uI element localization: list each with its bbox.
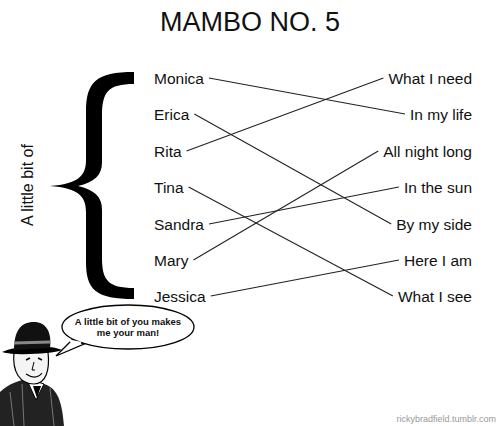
match-line — [209, 187, 399, 224]
name-box: Monica — [152, 69, 206, 88]
speech-text: A little bit of you makes me your man! — [69, 316, 187, 338]
phrase-text: What I need — [386, 69, 474, 88]
name-box: Sandra — [152, 215, 206, 234]
name-box: Mary — [152, 251, 190, 270]
name-text: Jessica — [152, 287, 208, 306]
name-text: Tina — [152, 178, 186, 197]
phrase-text: By my side — [394, 215, 474, 234]
phrase-box: By my side — [394, 215, 474, 234]
match-line — [189, 187, 393, 296]
speech-bubble — [56, 305, 194, 356]
name-box: Erica — [152, 105, 191, 124]
phrase-box: Here I am — [402, 251, 474, 270]
phrase-text: In my life — [408, 105, 474, 124]
bracket-label: A little bit of — [19, 144, 37, 226]
name-box: Jessica — [152, 287, 208, 306]
match-line — [193, 151, 378, 260]
name-text: Mary — [152, 251, 190, 270]
phrase-text: What I see — [396, 287, 474, 306]
phrase-box: In the sun — [402, 178, 474, 197]
gangster-figure — [0, 322, 64, 426]
phrase-box: In my life — [408, 105, 474, 124]
title: MAMBO NO. 5 — [0, 6, 500, 38]
speech-text-box: A little bit of you makes me your man! — [69, 316, 187, 338]
name-text: Monica — [152, 69, 206, 88]
phrase-text: In the sun — [402, 178, 474, 197]
name-text: Sandra — [152, 215, 206, 234]
name-text: Erica — [152, 105, 191, 124]
phrase-box: All night long — [381, 142, 474, 161]
phrase-box: What I need — [386, 69, 474, 88]
name-text: Rita — [152, 142, 184, 161]
watermark: rickybradfield.tumblr.com — [396, 414, 496, 424]
match-line — [211, 260, 399, 296]
curly-brace — [50, 72, 134, 299]
phrase-text: Here I am — [402, 251, 474, 270]
match-line — [187, 78, 384, 151]
match-line — [209, 78, 405, 114]
name-box: Tina — [152, 178, 186, 197]
phrase-text: All night long — [381, 142, 474, 161]
name-box: Rita — [152, 142, 184, 161]
phrase-box: What I see — [396, 287, 474, 306]
